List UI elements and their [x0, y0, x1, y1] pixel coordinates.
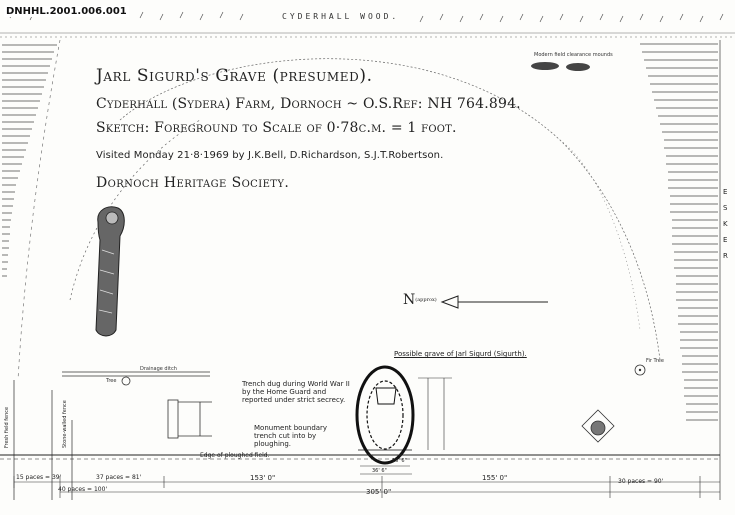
dimension-153-feet: 153' 0" [250, 474, 276, 482]
left-bank-hatching [2, 39, 61, 381]
drainage-ditch-label: Drainage ditch [140, 366, 177, 372]
dimension-16-6: 16' 6" [392, 458, 407, 464]
title-line-5: Dornoch Heritage Society. [96, 175, 290, 191]
title-line-1: Jarl Sigurd's Grave (presumed). [96, 66, 373, 86]
fence-left-label: Fresh field fence [4, 406, 10, 448]
trench-ww2-note: Trench dug during World War II by the Ho… [242, 380, 350, 404]
dimension-36-6: 36' 6" [372, 468, 387, 474]
dimension-37-paces: 37 paces = 81' [96, 474, 142, 481]
dimension-305-feet: 305' 0" [366, 488, 392, 496]
title-line-4: Visited Monday 21·8·1969 by J.K.Bell, D.… [96, 150, 444, 161]
north-approx-note: (approx) [415, 297, 437, 303]
monument-trench-note: Monument boundary trench cut into by plo… [254, 424, 328, 448]
dimension-155-feet: 155' 0" [482, 474, 508, 482]
right-mound [581, 409, 615, 443]
dimension-40-paces: 40 paces = 100' [58, 486, 108, 493]
right-bank-hatching [640, 40, 721, 500]
esker-letter-1: E [723, 188, 728, 196]
esker-letter-3: K [723, 220, 728, 228]
title-line-2: Cyderhall (Sydera) Farm, Dornoch ~ O.S.R… [96, 96, 521, 112]
fence-inner-label: Stone-walled fence [62, 400, 68, 448]
drainage-ditch [62, 371, 210, 386]
catalogue-reference: DNHHL.2001.006.001 [4, 6, 129, 17]
tree-left-label: Tree [106, 378, 117, 384]
wood-label: CYDERHALL WOOD. [282, 12, 400, 21]
fir-tree [634, 364, 646, 376]
esker-letter-2: S [723, 204, 728, 212]
esker-arc [69, 58, 661, 361]
dimension-15-paces: 15 paces = 39' [16, 474, 62, 481]
north-arrow [440, 295, 548, 309]
dimension-30-paces: 30 paces = 90' [618, 478, 664, 485]
esker-letter-5: R [723, 252, 728, 260]
grave-oval [355, 365, 415, 465]
fir-tree-label: Fir Tree [646, 358, 664, 364]
north-letter: N [403, 292, 416, 308]
small-mound-left [167, 399, 212, 439]
north-label: N(approx) [403, 292, 437, 308]
field-clearance-mounds [531, 62, 590, 71]
title-line-3: Sketch: Foreground to Scale of 0·78c.m. … [96, 120, 457, 136]
possible-grave-label: Possible grave of Jarl Sigurd (Sigurth). [394, 350, 527, 358]
baseline-dimension-lines [13, 476, 720, 498]
field-edge-line [0, 454, 720, 460]
esker-letter-4: E [723, 236, 728, 244]
carved-stone-sketch [95, 206, 125, 337]
field-clearance-label: Modern field clearance mounds [534, 52, 613, 58]
field-edge-label: Edge of ploughed field. [200, 452, 270, 459]
grave-dimensions [360, 377, 452, 475]
